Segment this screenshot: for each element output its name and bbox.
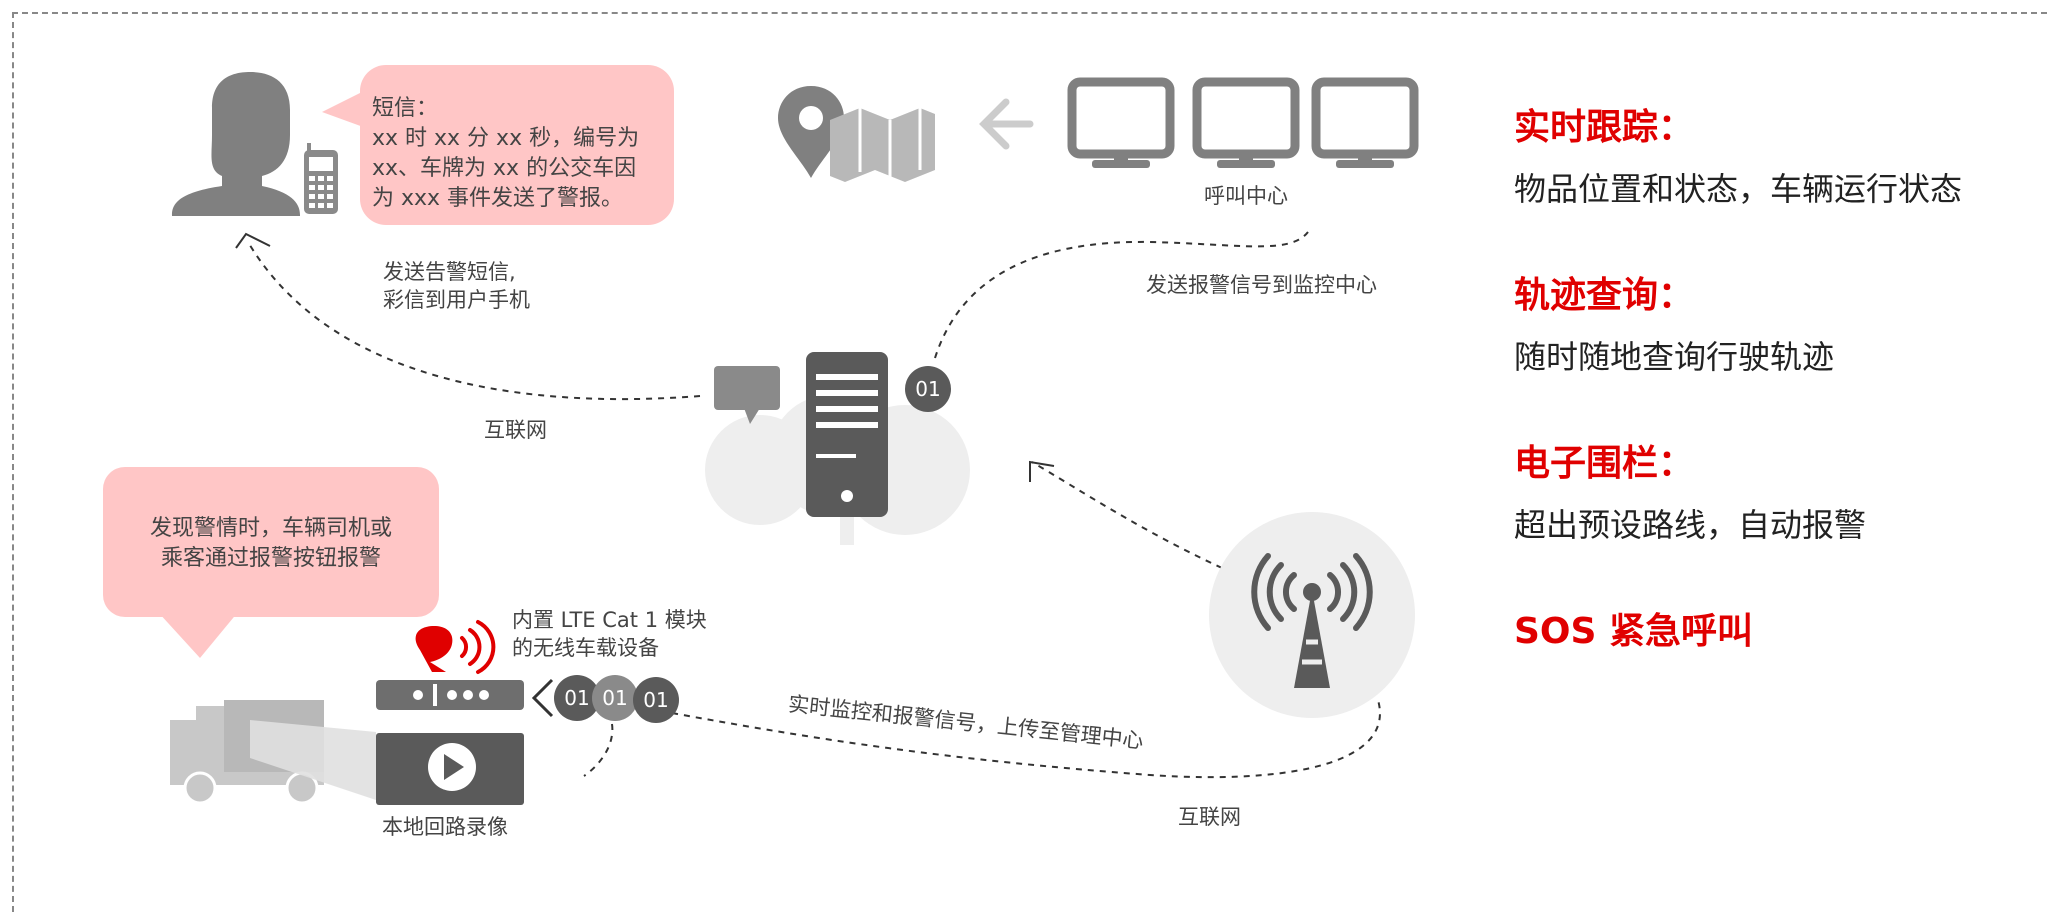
sms-title: 短信： bbox=[372, 96, 439, 121]
alarm-bubble-line-2: 乘客通过报警按钮报警 bbox=[160, 546, 381, 571]
internet-label-bottom: 互联网 bbox=[1178, 805, 1241, 829]
red-signal-logo-icon bbox=[415, 620, 496, 674]
arrowhead-server bbox=[1029, 460, 1055, 482]
server-badge-circle bbox=[905, 366, 951, 412]
send-sms-label-2: 彩信到用户手机 bbox=[383, 288, 530, 312]
vehicle-device-icon bbox=[376, 680, 524, 710]
flow-badges-to-recorder bbox=[583, 723, 614, 777]
server-badge-text: 01 bbox=[915, 377, 941, 401]
monitor-icon-3 bbox=[1311, 77, 1419, 168]
chat-icon bbox=[714, 366, 780, 424]
feature-title-realtime-tracking: 实时跟踪： bbox=[1514, 107, 1695, 148]
flow-server-to-user bbox=[247, 241, 701, 401]
feature-title-track-query: 轨迹查询： bbox=[1514, 275, 1695, 316]
server-icon bbox=[806, 352, 888, 517]
monitor-icon-1 bbox=[1067, 77, 1175, 168]
phone-icon bbox=[304, 143, 338, 214]
arrowhead-user bbox=[235, 232, 271, 249]
truck-icon bbox=[170, 700, 376, 805]
data-badge-c-circle bbox=[633, 677, 679, 723]
send-sms-label-1: 发送告警短信, bbox=[383, 260, 516, 284]
flow-server-to-center bbox=[934, 231, 1309, 359]
call-center-label: 呼叫中心 bbox=[1204, 184, 1288, 208]
map-pin-icon bbox=[778, 86, 844, 178]
feature-desc-geofence: 超出预设路线，自动报警 bbox=[1514, 506, 1867, 544]
tower-icon bbox=[1209, 512, 1415, 718]
local-recording-label: 本地回路录像 bbox=[382, 815, 508, 839]
feature-desc-track-query: 随时随地查询行驶轨迹 bbox=[1514, 338, 1835, 376]
sms-line-2: xx、车牌为 xx 的公交车因 bbox=[372, 156, 637, 181]
flow-tower-to-server bbox=[1031, 461, 1223, 569]
data-badge-c-text: 01 bbox=[643, 688, 669, 712]
module-label-1: 内置 LTE Cat 1 模块 bbox=[512, 608, 707, 632]
send-alarm-to-center-label: 发送报警信号到监控中心 bbox=[1146, 273, 1377, 297]
map-icon bbox=[830, 108, 935, 182]
internet-label-left: 互联网 bbox=[484, 418, 547, 442]
feature-desc-realtime-tracking: 物品位置和状态，车辆运行状态 bbox=[1514, 170, 1963, 208]
user-icon bbox=[172, 72, 300, 216]
data-badge-b-text: 01 bbox=[602, 686, 628, 710]
video-recorder-icon bbox=[376, 733, 524, 805]
alarm-bubble-shape bbox=[103, 467, 439, 658]
module-label-2: 的无线车载设备 bbox=[512, 636, 659, 660]
data-badge-b-circle bbox=[592, 675, 638, 721]
feature-title-geofence: 电子围栏： bbox=[1514, 443, 1695, 484]
dashed-frame bbox=[12, 12, 2047, 912]
feature-title-sos: SOS 紧急呼叫 bbox=[1514, 611, 1753, 652]
sms-line-1: xx 时 xx 分 xx 秒，编号为 bbox=[372, 126, 640, 151]
sms-line-3: 为 xxx 事件发送了警报。 bbox=[372, 186, 624, 211]
arrow-left-icon bbox=[979, 98, 1034, 150]
data-badge-a-circle bbox=[554, 675, 600, 721]
alarm-bubble-line-1: 发现警情时，车辆司机或 bbox=[149, 516, 392, 541]
sms-bubble-shape bbox=[322, 65, 674, 225]
monitor-icon-2 bbox=[1192, 77, 1300, 168]
flow-lines bbox=[247, 231, 1381, 779]
chevron-left-icon bbox=[531, 678, 554, 718]
data-badge-a-text: 01 bbox=[564, 686, 590, 710]
